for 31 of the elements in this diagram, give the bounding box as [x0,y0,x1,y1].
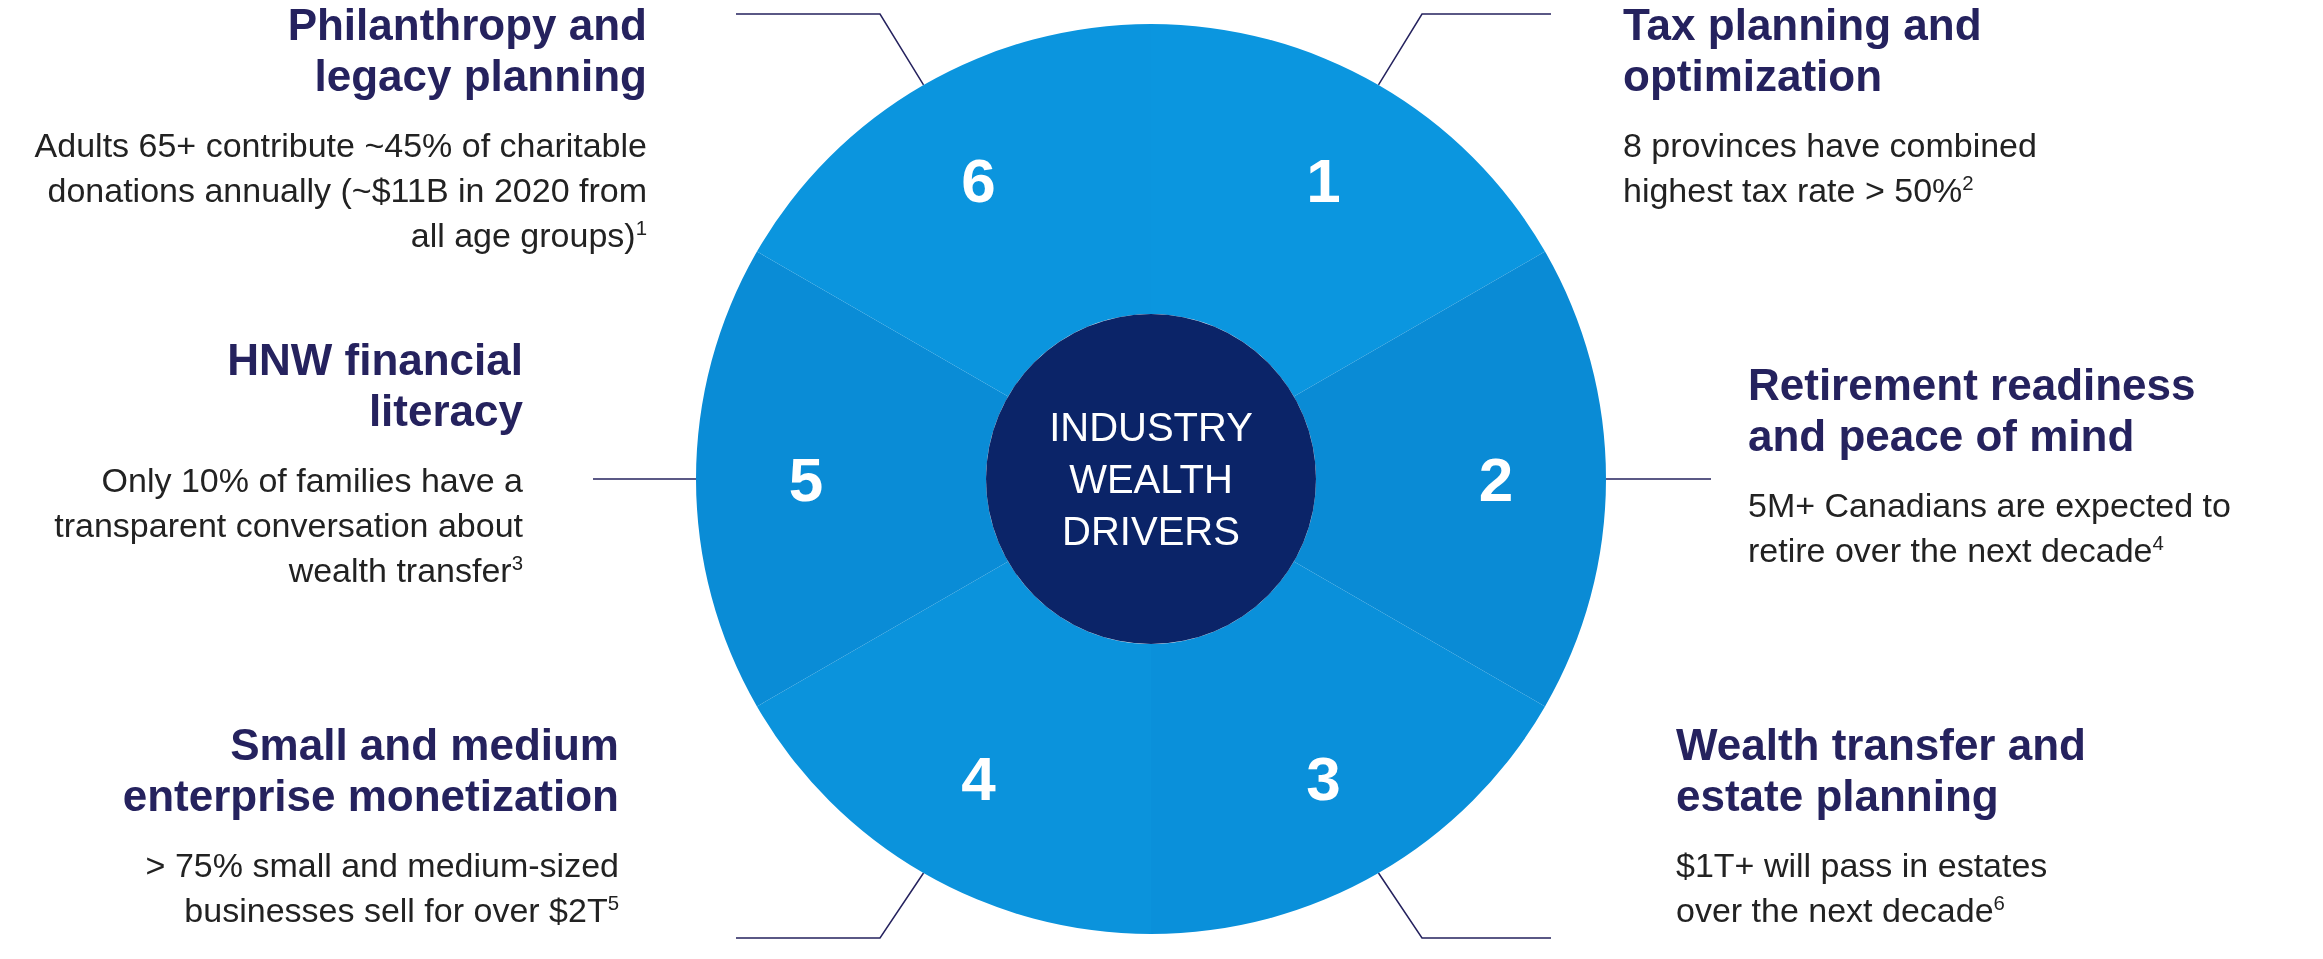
segment-number: 2 [1478,445,1514,514]
segment-number: 4 [961,743,996,813]
heading: HNW financial literacy [226,335,523,437]
center-label: INDUSTRY WEALTH DRIVERS [1048,404,1254,555]
description: 8 provinces have combined highest tax rate > 50%$^{2}$ [1623,125,2038,212]
description: > 75% small and medium-sized businesses sell for over $2T$^{5}$ [144,845,619,932]
pie-segment [1151,24,1546,397]
pie-segment [1151,561,1546,934]
heading: Philanthropy and legacy planning [286,0,647,102]
leader-line [592,478,697,480]
segment-number: 6 [961,146,996,216]
heading: Retirement readiness and peace of mind [1748,360,2197,462]
pie-segment [696,251,1009,707]
leader-line [1605,478,1712,480]
description: 5M+ Canadians are expected to retire over the next decade$^{4}$ [1748,485,2232,572]
description: Adults 65+ contribute ~45% of charitable donations annually (~$11B in 2020 from all age groups)$^{1}$ [33,125,647,256]
description: Only 10% of families have a transparent conversation about wealth transfer$^{3}$ [53,460,523,591]
pie-segment [756,561,1151,934]
segment-number: 5 [788,445,824,514]
leader-line [1377,872,1552,939]
segment-number: 1 [1306,146,1341,216]
segment-number: 3 [1306,743,1341,813]
heading: Small and medium enterprise monetization [121,720,619,822]
heading: Wealth transfer and estate planning [1676,720,2087,822]
leader-line [735,872,925,939]
description: $1T+ will pass in estates over the next decade$^{6}$ [1676,845,2049,932]
pie-segment [1293,251,1606,707]
pie-segment [756,24,1151,397]
heading: Tax planning and optimization [1623,0,1983,102]
leader-line [1377,13,1552,86]
leader-line [735,13,925,86]
